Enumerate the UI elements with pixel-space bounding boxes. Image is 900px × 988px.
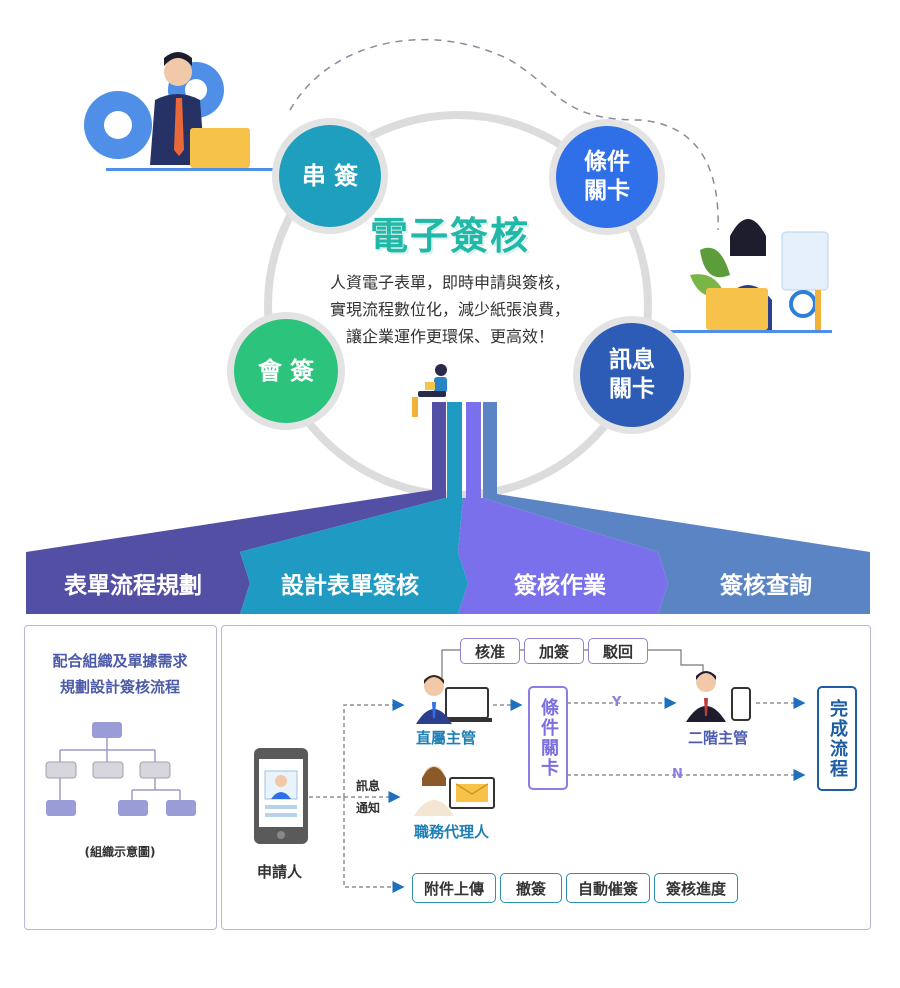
column-4 xyxy=(483,402,497,498)
supervisor-icon xyxy=(416,675,492,724)
add-sign-chip: 加簽 xyxy=(524,638,584,664)
process-band xyxy=(26,552,870,614)
flow-connectors xyxy=(309,649,806,893)
left-heading-line-2: 規劃設計簽核流程 xyxy=(59,678,180,696)
applicant-phone-icon xyxy=(254,748,308,844)
supervisor-label: 直屬主管 xyxy=(416,729,477,747)
band-approval-ops: 簽核作業 xyxy=(514,573,606,599)
progress-chip: 簽核進度 xyxy=(654,873,738,903)
bubble-parallel-sign: 會 簽 xyxy=(234,319,338,423)
funnel-seg-2 xyxy=(240,498,463,552)
bubble-condition-gate: 條件 關卡 xyxy=(556,126,658,228)
bubble-message-gate: 訊息 關卡 xyxy=(580,323,684,427)
description-line-2: 實現流程數位化，減少紙張浪費， xyxy=(329,300,570,319)
auto-reminder-chip: 自動催簽 xyxy=(566,873,650,903)
notify-label-line-1: 訊息 xyxy=(356,779,381,793)
funnel-seg-1 xyxy=(26,490,445,552)
band-approval-query: 簽核查詢 xyxy=(720,573,812,599)
page-title: 電子簽核 xyxy=(369,214,530,258)
reject-chip: 駁回 xyxy=(588,638,648,664)
no-label: N xyxy=(672,767,683,782)
hero-illustration xyxy=(26,38,870,552)
second-supervisor-icon xyxy=(686,671,751,722)
org-chart-icon xyxy=(45,722,196,816)
approve-chip: 核准 xyxy=(460,638,520,664)
sitting-person-icon xyxy=(412,364,447,417)
businessman-gears-icon xyxy=(84,52,276,171)
left-heading-line-1: 配合組織及單據需求 xyxy=(52,652,188,670)
woman-desk-icon xyxy=(668,219,832,333)
complete-box: 完成流程 xyxy=(817,686,857,791)
condition-gate-box: 條件關卡 xyxy=(528,686,568,790)
bubble-serial-sign: 串 簽 xyxy=(279,125,381,227)
deputy-label: 職務代理人 xyxy=(414,823,490,841)
dashed-arc xyxy=(289,38,719,231)
band-form-design: 設計表單簽核 xyxy=(281,573,419,599)
column-2 xyxy=(447,402,462,498)
column-1 xyxy=(432,402,446,498)
withdraw-chip: 撤簽 xyxy=(500,873,562,903)
applicant-label: 申請人 xyxy=(257,863,303,881)
yes-label: Y xyxy=(612,695,622,710)
attachment-upload-chip: 附件上傳 xyxy=(412,873,496,903)
notify-label-line-2: 通知 xyxy=(356,801,381,815)
description-line-1: 人資電子表單，即時申請與簽核， xyxy=(329,273,570,292)
org-chart-caption: (組織示意圖) xyxy=(84,845,156,859)
funnel-seg-4 xyxy=(483,494,870,552)
description-line-3: 讓企業運作更環保、更高效！ xyxy=(345,327,554,346)
second-supervisor-label: 二階主管 xyxy=(688,729,749,747)
band-form-planning: 表單流程規劃 xyxy=(64,573,202,599)
deputy-icon xyxy=(414,766,495,816)
column-3 xyxy=(466,402,481,498)
funnel-seg-3 xyxy=(458,498,658,552)
